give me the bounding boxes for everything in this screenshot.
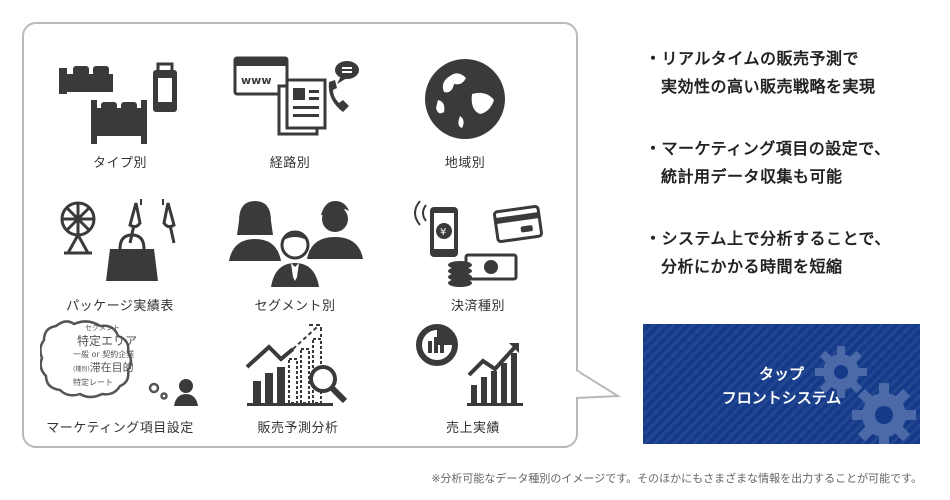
hotel-room-icon	[59, 62, 177, 144]
cloud-word: 滞在目的	[89, 361, 134, 374]
payment-icon: ¥	[414, 200, 543, 287]
grid-item-label: セグメント別	[254, 299, 336, 314]
feature-item: ・マーケティング項目の設定で、 統計用データ収集も可能	[645, 135, 945, 191]
cloud-word: 一般 or 契約企業	[73, 350, 135, 359]
svg-text:www: www	[241, 74, 272, 87]
feature-list: ・リアルタイムの販売予測で 実効性の高い販売戦略を実現 ・マーケティング項目の設…	[645, 45, 945, 315]
feature-line: ・リアルタイムの販売予測で	[645, 49, 860, 68]
gear-icon	[852, 383, 916, 444]
feature-line: 実効性の高い販売戦略を実現	[661, 77, 876, 96]
grid-item-label: マーケティング項目設定	[46, 421, 194, 436]
grid-item-label: 決済種別	[450, 299, 505, 314]
bubble-tail-icon	[576, 369, 622, 399]
forecast-icon	[245, 324, 348, 406]
grid-item-payment: ¥ 決済種別	[393, 195, 563, 314]
feature-line: 統計用データ収集も可能	[661, 167, 843, 186]
channel-icon: www	[233, 56, 359, 136]
grid-item-package: パッケージ実績表	[35, 195, 205, 314]
feature-item: ・リアルタイムの販売予測で 実効性の高い販売戦略を実現	[645, 45, 945, 101]
feature-line: 分析にかかる時間を短縮	[661, 257, 843, 276]
marketing-icon	[40, 320, 198, 406]
grid-item-sales: 売上実績	[388, 316, 558, 436]
grid-item-label: 売上実績	[445, 421, 500, 436]
globe-icon	[425, 59, 505, 139]
svg-text:¥: ¥	[440, 227, 446, 238]
feature-item: ・システム上で分析することで、 分析にかかる時間を短縮	[645, 225, 945, 281]
grid-item-region: 地域別	[380, 52, 550, 171]
gear-icon	[815, 346, 867, 398]
grid-item-type: タイプ別	[35, 52, 205, 171]
system-title-line1: タップ	[758, 365, 804, 383]
grid-item-label: パッケージ実績表	[66, 299, 174, 314]
cloud-word: 特定レート	[73, 378, 113, 387]
grid-item-label: 地域別	[444, 156, 486, 171]
package-icon	[60, 199, 176, 281]
sales-icon	[416, 324, 523, 406]
footnote: ※分析可能なデータ種別のイメージです。そのほかにもさまざまな情報を出力することが…	[431, 472, 922, 485]
cloud-word: セグメント	[85, 324, 120, 332]
grid-item-label: 経路別	[269, 156, 311, 171]
grid-item-channel: www 経路別	[205, 52, 375, 171]
grid-item-label: 販売予測分析	[257, 421, 339, 436]
grid-item-forecast: 販売予測分析	[213, 316, 383, 436]
feature-line: ・システム上で分析することで、	[645, 229, 891, 248]
system-title-line2: フロントシステム	[721, 389, 842, 407]
grid-item-segment: セグメント別	[210, 195, 380, 314]
system-box: タップ フロントシステム	[643, 324, 920, 444]
grid-item-marketing: セグメント 特定エリア 一般 or 契約企業 (種別)滞在目的 特定レート マー…	[35, 316, 205, 436]
feature-line: ・マーケティング項目の設定で、	[645, 139, 891, 158]
grid-item-label: タイプ別	[92, 156, 147, 171]
cloud-word: (種別)	[73, 366, 90, 373]
cloud-word: 特定エリア	[77, 334, 138, 348]
people-icon	[229, 201, 363, 287]
